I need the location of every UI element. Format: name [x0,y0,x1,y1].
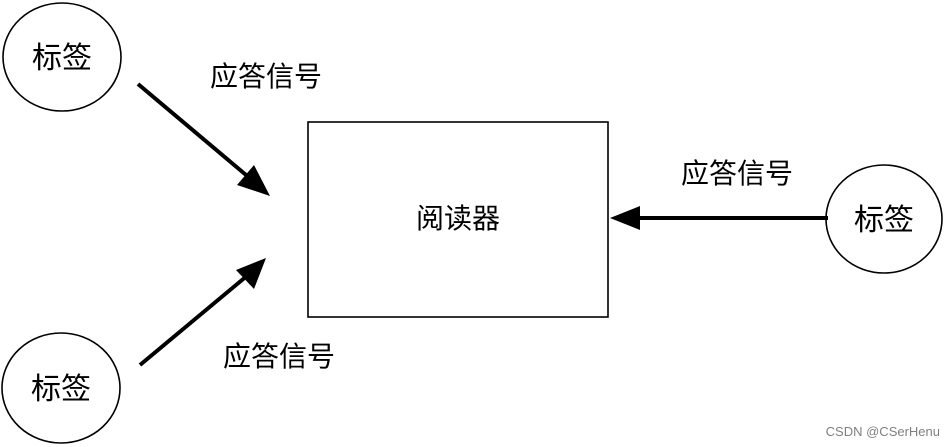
reader-label: 阅读器 [416,202,500,235]
signal-right-label: 应答信号 [681,157,793,190]
tag-bottom-left-ellipse [1,332,121,444]
tag-top-left-ellipse [2,2,122,112]
reader-node: 阅读器 [307,121,609,318]
arrow-top-left-head [237,165,270,196]
tag-right-label: 标签 [854,203,914,238]
arrow-top-left-shaft [136,82,254,182]
tag-right: 标签 [825,164,943,274]
arrow-bottom-left-shaft [138,273,250,367]
reader-box [307,121,609,318]
tag-bottom-left-label: 标签 [31,372,91,407]
arrow-bottom-left-head [236,258,266,289]
arrow-top-left [136,82,270,196]
watermark: CSDN @CSerHenu [825,424,940,439]
arrow-right [610,206,828,230]
signal-bottom-left-label: 应答信号 [223,340,335,373]
arrow-bottom-left [138,258,266,367]
signal-top-left-label: 应答信号 [210,60,322,93]
arrow-right-head [610,206,640,230]
tag-top-left-label: 标签 [32,41,92,76]
tag-bottom-left: 标签 [1,332,121,444]
tag-top-left: 标签 [2,2,122,112]
